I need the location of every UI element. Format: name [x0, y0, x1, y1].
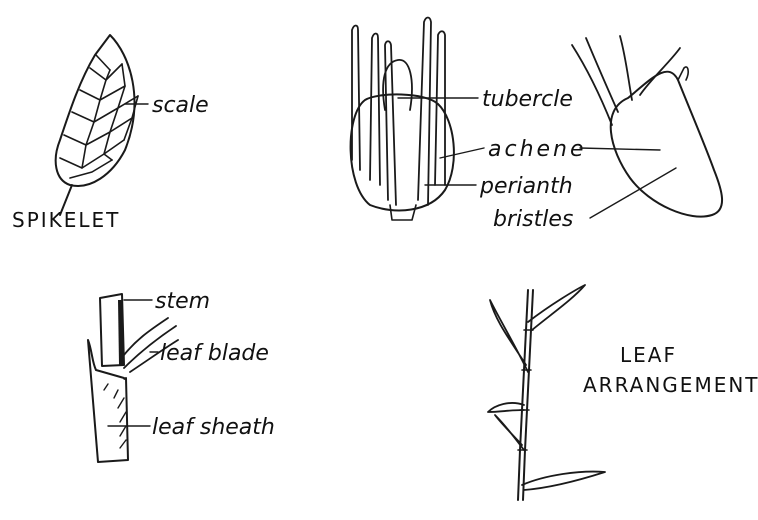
label-leaf-arrangement-line2: ARRANGEMENT: [583, 373, 758, 397]
bristles-leader-line: [590, 196, 628, 218]
achene-leader-line: [440, 148, 484, 158]
label-spikelet: SPIKELET: [12, 208, 120, 232]
label-leaf-blade: leaf blade: [160, 341, 269, 366]
label-stem: stem: [155, 289, 210, 314]
achene-side-view-illustration: [572, 36, 722, 217]
label-leaf-sheath: leaf sheath: [152, 415, 275, 440]
label-perianth: perianth: [479, 174, 573, 199]
achene-with-bristles-illustration: [351, 18, 454, 221]
label-achene: achene: [488, 137, 587, 162]
spikelet-illustration: [56, 35, 138, 215]
label-scale: scale: [152, 93, 209, 118]
bristles-leader-line-2: [628, 168, 676, 196]
achene-right-leader-line: [580, 148, 660, 150]
label-leaf-arrangement-line1: LEAF: [620, 343, 677, 367]
label-bristles: bristles: [493, 207, 573, 232]
label-tubercle: tubercle: [482, 87, 573, 112]
